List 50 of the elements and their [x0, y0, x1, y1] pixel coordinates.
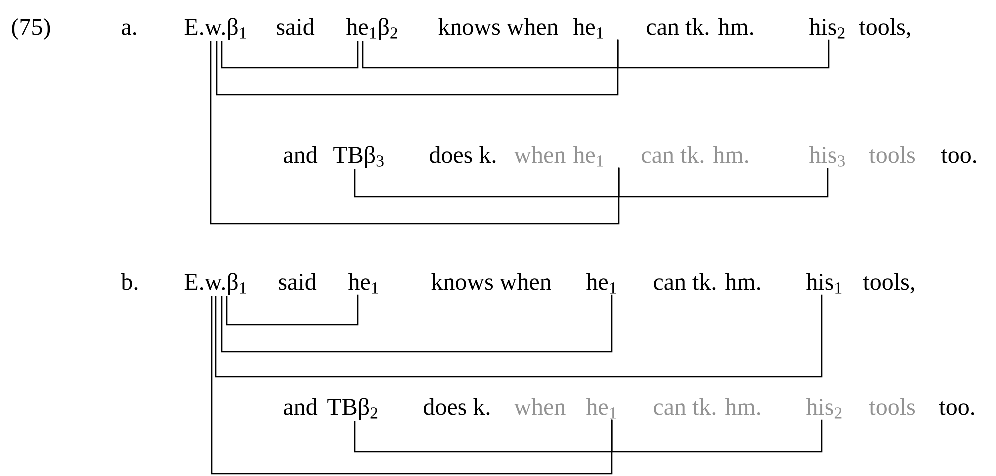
indexed-word: his$_{2}$ — [809, 18, 845, 39]
indexed-word: his$_{3}$ — [809, 146, 845, 167]
sentence-text: knows when — [438, 18, 558, 36]
binding-line — [611, 420, 823, 453]
sentence-text: does k. — [430, 146, 496, 164]
sentence-text: can tk. hm. — [654, 273, 760, 290]
sentence-text: tools, — [859, 18, 910, 39]
sentence-text: said — [279, 273, 317, 290]
binding-line — [618, 168, 829, 198]
binding-line — [354, 168, 620, 198]
sentence-text: when — [514, 398, 566, 416]
sentence-text: can tk. hm. — [642, 146, 748, 164]
indexed-word: he$_{1}$ — [586, 398, 616, 419]
sentence-text: too. — [941, 149, 976, 164]
sentence-text: and — [284, 146, 318, 164]
binding-line — [215, 294, 823, 378]
binding-line — [362, 40, 619, 69]
example-number: (75) — [12, 18, 50, 40]
binding-line — [354, 420, 613, 453]
indexed-word: his$_{2}$ — [806, 398, 842, 419]
sentence-text: can tk. hm. — [647, 18, 754, 36]
sentence-text: tools — [869, 398, 915, 416]
indexed-word: he$_{1}$β$_{2}$ — [346, 18, 398, 40]
sentence-text: knows when — [432, 273, 552, 290]
indexed-word: his$_{1}$ — [806, 273, 842, 294]
sentence-text: does k. — [424, 398, 490, 416]
binding-line — [210, 41, 620, 225]
item-letter: b. — [121, 273, 138, 290]
indexed-word: he$_{1}$ — [348, 273, 378, 294]
binding-line — [216, 40, 619, 96]
indexed-word: E.w.β$_{1}$ — [184, 18, 246, 40]
sentence-text: tools, — [863, 273, 914, 294]
sentence-text: when — [514, 146, 566, 164]
indexed-word: he$_{1}$ — [586, 273, 616, 294]
binding-line — [221, 294, 613, 353]
sentence-text: said — [277, 18, 315, 36]
binding-line — [211, 296, 613, 475]
sentence-text: and — [284, 398, 318, 416]
indexed-word: TBβ$_{3}$ — [334, 146, 384, 168]
item-letter: a. — [122, 24, 136, 36]
indexed-word: he$_{1}$ — [573, 146, 604, 167]
binding-line — [617, 40, 830, 69]
binding-line — [221, 41, 359, 69]
binding-line — [226, 294, 359, 326]
indexed-word: he$_{1}$ — [573, 18, 604, 39]
indexed-word: TBβ$_{2}$ — [328, 398, 378, 420]
indexed-word: E.w.β$_{1}$ — [184, 273, 246, 296]
sentence-text: too. — [939, 401, 974, 416]
sentence-text: can tk. hm. — [654, 398, 760, 416]
sentence-text: tools — [869, 146, 915, 164]
